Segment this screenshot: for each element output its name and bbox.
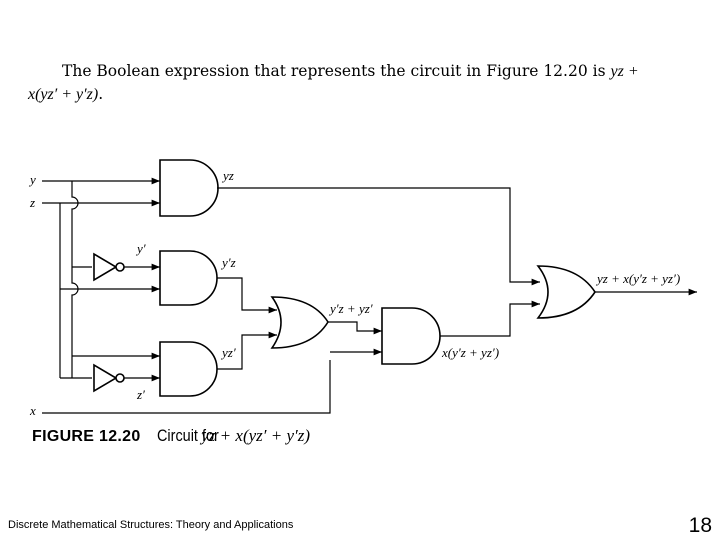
and-ynz-label: y′z [220, 255, 236, 270]
figure-caption: FIGURE 12.20 Circuit foryz + x(yz′ + y′z) [32, 426, 310, 446]
not-gate-y [93, 252, 118, 282]
or-gate-middle [270, 296, 329, 349]
and-yz-label: yz [221, 168, 234, 183]
output-label: yz + x(y′z + yz′) [595, 271, 680, 286]
not-gate-z-bubble [115, 373, 125, 383]
intro-text: The Boolean expression that represents t… [62, 62, 606, 80]
wire-yzn-to-or [217, 331, 277, 370]
wire-ynz-to-or [217, 277, 277, 314]
or-gate-final [536, 265, 596, 319]
intro-paragraph: The Boolean expression that represents t… [28, 60, 708, 106]
ynot-label: y′ [135, 241, 146, 256]
and-gate-ynot-z [159, 250, 218, 306]
wire-y-bus [71, 181, 79, 378]
and-x-label: x(y′z + yz′) [441, 345, 499, 360]
znot-label: z′ [136, 387, 145, 402]
or-mid-label: y′z + yz′ [328, 301, 373, 316]
wire-and-to-or [440, 300, 540, 337]
intro-period: . [98, 85, 104, 103]
and-yzn-label: yz′ [220, 345, 236, 360]
page-number: 18 [688, 514, 712, 537]
input-z-label: z [29, 195, 35, 210]
caption-text: Circuit for [156, 426, 219, 445]
and-gate-y-znot [159, 341, 218, 397]
wire-x [42, 360, 331, 414]
wire-yz-to-or [217, 187, 540, 286]
intro-expr-end: x(yz′ + y′z) [28, 86, 99, 103]
caption-expression: yz + x(yz′ + y′z) [201, 426, 310, 445]
input-x-label: x [29, 403, 36, 418]
input-y-label: y [28, 172, 36, 187]
not-gate-z [93, 363, 118, 393]
footer-course-title: Discrete Mathematical Structures: Theory… [8, 519, 294, 531]
wire-or-to-and-final [328, 321, 382, 335]
not-gate-y-bubble [115, 262, 125, 272]
caption-figure-number: FIGURE 12.20 [32, 428, 141, 445]
and-gate-final [381, 307, 441, 365]
intro-expr-start: yz + [610, 63, 639, 80]
intro-line-1: The Boolean expression that represents t… [28, 60, 708, 83]
and-gate-yz [159, 159, 219, 217]
intro-line-2: x(yz′ + y′z). [28, 83, 708, 106]
